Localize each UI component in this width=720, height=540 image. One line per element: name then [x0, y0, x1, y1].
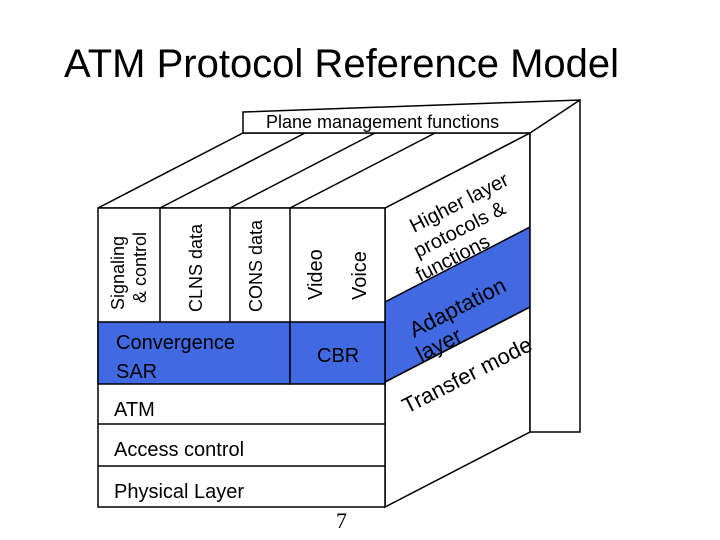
front-face	[97, 207, 386, 508]
cons-data-label: CONS data	[246, 219, 266, 312]
sar-label: SAR	[116, 361, 157, 383]
signaling-label-line2: & control	[130, 232, 150, 303]
top-line-3	[289, 132, 436, 209]
access-control-label: Access control	[114, 439, 244, 461]
cbr-label: CBR	[317, 345, 359, 367]
side-divider	[384, 306, 531, 383]
management-plane-edge	[529, 99, 581, 134]
convergence-sar-box	[97, 321, 291, 385]
voice-label: Voice	[349, 251, 371, 300]
clns-data-label: CLNS data	[186, 223, 206, 312]
top-line-2	[229, 132, 376, 209]
convergence-label: Convergence	[116, 332, 235, 354]
video-label: Video	[305, 249, 327, 300]
plane-management-label: Plane management functions	[266, 112, 499, 132]
cbr-box	[289, 321, 386, 385]
management-plane-panel	[242, 99, 581, 433]
top-line-1	[159, 132, 306, 209]
signaling-label-line1: Signaling	[108, 236, 128, 310]
physical-layer-label: Physical Layer	[114, 481, 244, 503]
atm-label: ATM	[114, 399, 155, 421]
page-title: ATM Protocol Reference Model	[64, 42, 620, 86]
page-number: 7	[336, 508, 347, 533]
